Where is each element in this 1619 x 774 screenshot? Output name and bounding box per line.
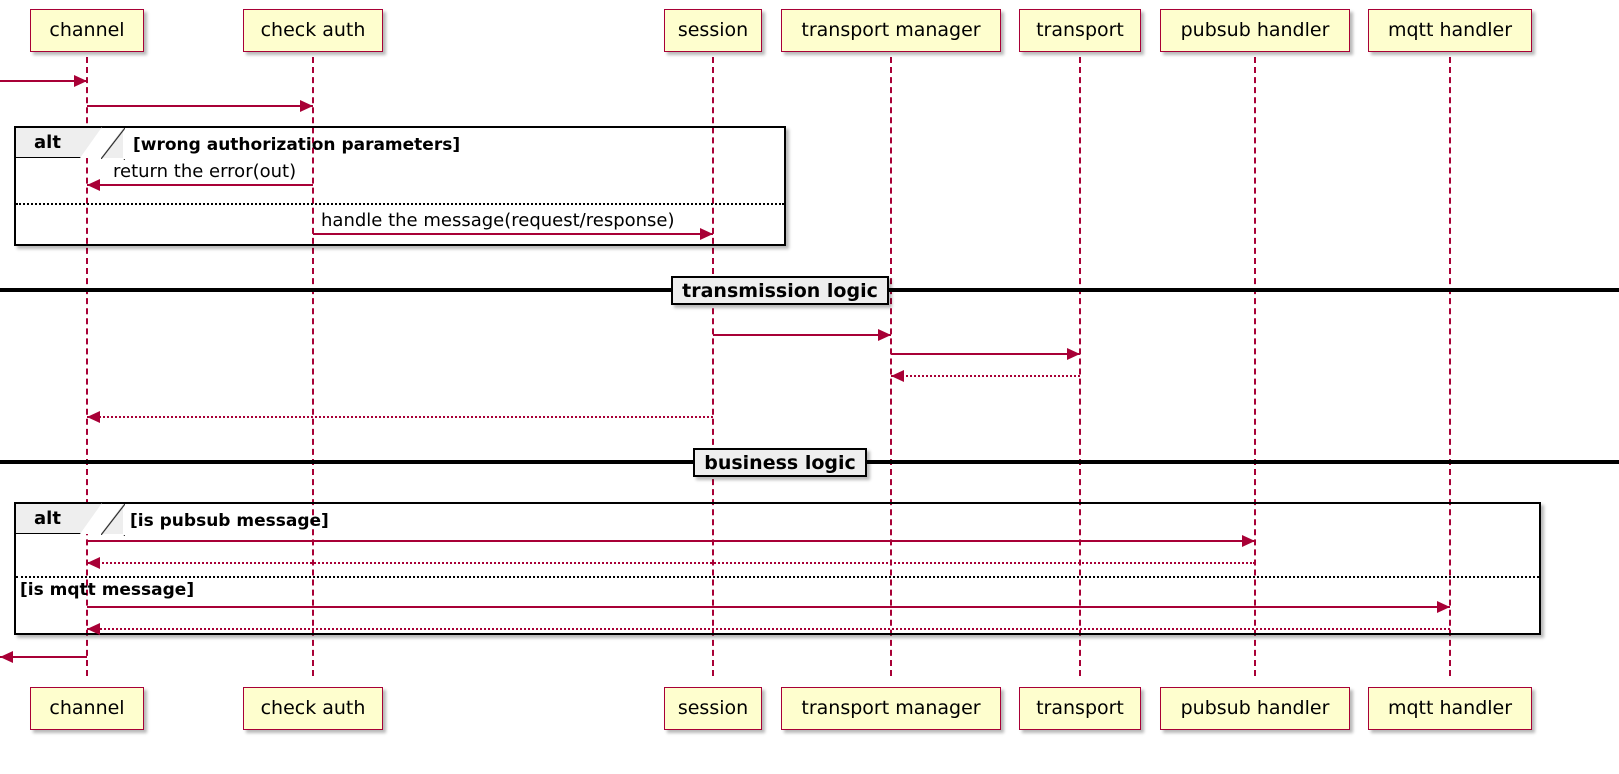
message-line-m9 [87, 540, 1255, 542]
lifeline-transport [1079, 57, 1081, 676]
group-else-divider-alt-business [16, 576, 1539, 578]
message-arrowhead-m4 [700, 228, 713, 240]
message-label-m3: return the error(out) [113, 161, 297, 182]
group-tab-notch-edge-alt-business [101, 504, 125, 536]
participant-session-top[interactable]: session [664, 9, 762, 52]
group-keyword-alt-business: alt [16, 504, 102, 534]
group-frame-alt-auth [14, 126, 786, 246]
group-condition-alt-auth: [wrong authorization parameters] [133, 135, 461, 155]
lifeline-session [712, 57, 714, 676]
message-line-m13 [0, 656, 87, 658]
lifeline-check-auth [312, 57, 314, 676]
participant-transport-top[interactable]: transport [1019, 9, 1141, 52]
group-frame-alt-business [14, 502, 1541, 635]
participant-transport-manager-bottom[interactable]: transport manager [781, 687, 1001, 730]
message-arrowhead-m6 [1067, 348, 1080, 360]
message-line-m7 [891, 375, 1080, 377]
participant-mqtt-handler-bottom[interactable]: mqtt handler [1368, 687, 1532, 730]
message-arrowhead-m13 [0, 651, 13, 663]
divider-business: business logic [693, 448, 867, 477]
participant-check-auth-top[interactable]: check auth [243, 9, 383, 52]
participant-channel-top[interactable]: channel [30, 9, 144, 52]
message-arrowhead-m5 [878, 329, 891, 341]
message-arrowhead-m9 [1242, 535, 1255, 547]
participant-check-auth-bottom[interactable]: check auth [243, 687, 383, 730]
participant-session-bottom[interactable]: session [664, 687, 762, 730]
message-line-m1 [0, 80, 87, 82]
lifeline-pubsub-handler [1254, 57, 1256, 676]
message-line-m2 [87, 105, 313, 107]
participant-pubsub-handler-top[interactable]: pubsub handler [1160, 9, 1350, 52]
message-arrowhead-m11 [1437, 601, 1450, 613]
group-keyword-alt-auth: alt [16, 128, 102, 158]
message-arrowhead-m2 [300, 100, 313, 112]
message-line-m4 [313, 233, 713, 235]
group-tab-notch-edge-alt-auth [101, 128, 125, 160]
participant-pubsub-handler-bottom[interactable]: pubsub handler [1160, 687, 1350, 730]
participant-channel-bottom[interactable]: channel [30, 687, 144, 730]
participant-mqtt-handler-top[interactable]: mqtt handler [1368, 9, 1532, 52]
lifeline-transport-manager [890, 57, 892, 676]
message-arrowhead-m3 [87, 179, 100, 191]
message-line-m12 [87, 628, 1450, 630]
lifeline-channel [86, 57, 88, 676]
message-line-m6 [891, 353, 1080, 355]
divider-transmission: transmission logic [671, 276, 889, 305]
message-line-m11 [87, 606, 1450, 608]
participant-transport-manager-top[interactable]: transport manager [781, 9, 1001, 52]
message-arrowhead-m8 [87, 411, 100, 423]
message-line-m10 [87, 562, 1255, 564]
message-arrowhead-m10 [87, 557, 100, 569]
group-else-divider-alt-auth [16, 203, 784, 205]
group-condition-alt-business: [is pubsub message] [130, 511, 329, 531]
message-line-m5 [713, 334, 891, 336]
message-arrowhead-m7 [891, 370, 904, 382]
lifeline-mqtt-handler [1449, 57, 1451, 676]
group-else-condition-alt-business: [is mqtt message] [20, 580, 195, 600]
participant-transport-bottom[interactable]: transport [1019, 687, 1141, 730]
message-line-m3 [87, 184, 313, 186]
message-arrowhead-m1 [74, 75, 87, 87]
message-label-m4: handle the message(request/response) [321, 210, 675, 231]
message-arrowhead-m12 [87, 623, 100, 635]
message-line-m8 [87, 416, 713, 418]
